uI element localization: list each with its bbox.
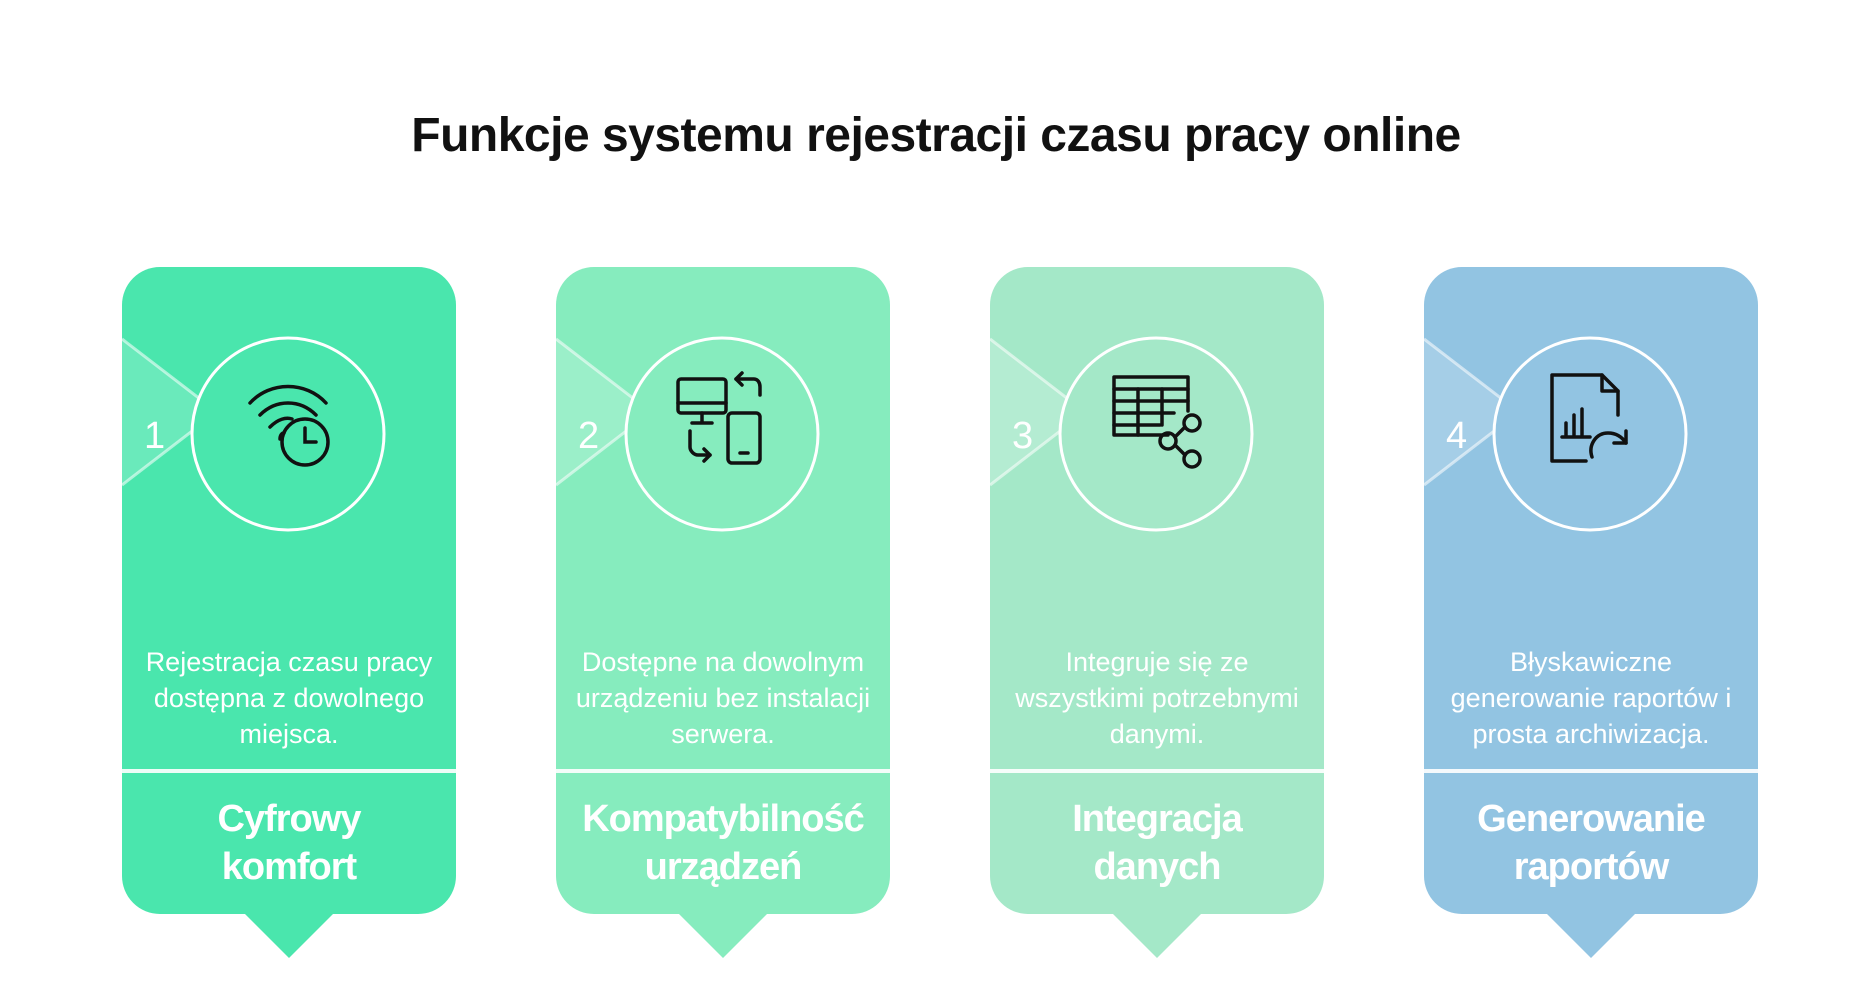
- card-label-line: Integracja: [1072, 798, 1243, 840]
- feature-card-1: 1 Rejestracja czasu pracy dostępna z dow…: [122, 267, 456, 960]
- feature-card-3: 3 Integruje się ze wszystkimi potrzebnym…: [990, 267, 1324, 960]
- card-label: Integracja danych: [990, 795, 1324, 891]
- card-background: 3 Integruje się ze wszystkimi potrzebnym…: [990, 267, 1324, 914]
- step-number: 4: [1446, 415, 1468, 457]
- card-divider: [556, 769, 890, 773]
- card-divider: [990, 769, 1324, 773]
- card-description: Integruje się ze wszystkimi potrzebnymi …: [1015, 647, 1299, 749]
- card-description: Błyskawiczne generowanie raportów i pros…: [1450, 647, 1732, 749]
- card-divider: [1424, 769, 1758, 773]
- card-background: 1 Rejestracja czasu pracy dostępna z dow…: [122, 267, 456, 914]
- feature-card-2: 2 Dostępne na dowolnym urządzeniu bez in…: [556, 267, 890, 960]
- step-arrow-decoration: [1424, 336, 1688, 532]
- feature-card-4: 4 Błyskawiczne generowanie raportów i pr…: [1424, 267, 1758, 960]
- wifi-clock-icon: [248, 384, 330, 467]
- card-label: Kompatybilność urządzeń: [556, 795, 890, 891]
- devices-sync-icon: [676, 371, 762, 465]
- card-pointer: [1545, 912, 1637, 958]
- card-label: Cyfrowy komfort: [122, 795, 456, 891]
- report-refresh-icon: [1550, 373, 1628, 463]
- step-arrow-decoration: [556, 336, 820, 532]
- card-description: Dostępne na dowolnym urządzeniu bez inst…: [575, 647, 871, 749]
- card-label-line: Cyfrowy: [217, 798, 362, 840]
- card-label: Generowanie raportów: [1424, 795, 1758, 891]
- card-label-line: raportów: [1513, 846, 1670, 888]
- card-label-line: Kompatybilność: [582, 798, 865, 840]
- step-number: 1: [144, 415, 166, 457]
- card-label-line: danych: [1093, 846, 1221, 888]
- table-share-icon: [1112, 375, 1202, 469]
- card-divider: [122, 769, 456, 773]
- card-label-line: urządzeń: [644, 846, 803, 888]
- card-background: 4 Błyskawiczne generowanie raportów i pr…: [1424, 267, 1758, 914]
- step-number: 2: [578, 415, 600, 457]
- card-label-line: komfort: [221, 846, 357, 888]
- card-pointer: [677, 912, 769, 958]
- page-title: Funkcje systemu rejestracji czasu pracy …: [411, 109, 1461, 162]
- card-description: Rejestracja czasu pracy dostępna z dowol…: [145, 647, 433, 749]
- card-pointer: [1111, 912, 1203, 958]
- card-pointer: [243, 912, 335, 958]
- card-background: 2 Dostępne na dowolnym urządzeniu bez in…: [556, 267, 890, 914]
- step-number: 3: [1012, 415, 1034, 457]
- card-label-line: Generowanie: [1477, 798, 1706, 840]
- step-arrow-decoration: [122, 336, 386, 532]
